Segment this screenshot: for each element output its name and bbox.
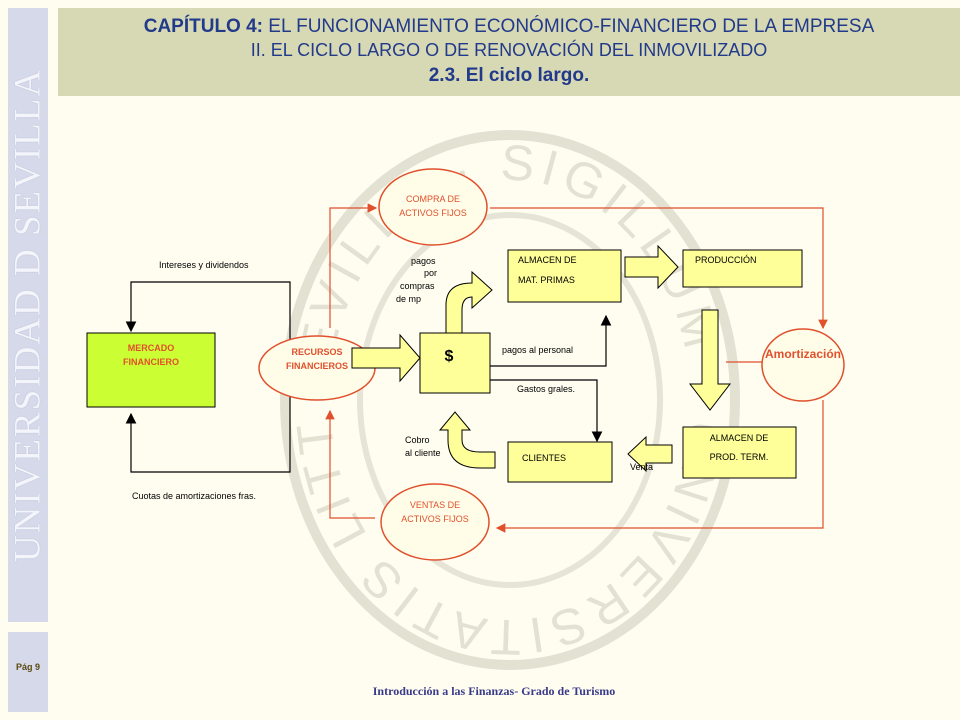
pagos-compras-label-3: compras [400, 281, 435, 291]
mercado-financiero-box [86, 332, 216, 408]
cobro-label-1: Cobro [405, 435, 430, 445]
arrow-right-icon [624, 244, 679, 290]
venta-label: Venta [630, 462, 653, 472]
compra-label-1: COMPRA DE [406, 194, 460, 204]
gastos-label: Gastos grales. [517, 384, 575, 394]
red-flow-lines [325, 203, 828, 533]
almacen-mp-label-2: MAT. PRIMAS [518, 275, 575, 285]
almacen-pt-label-2: PROD. TERM. [710, 452, 769, 462]
pagos-personal-label: pagos al personal [502, 345, 573, 355]
pagos-compras-label-1: pagos [411, 256, 436, 266]
mercado-label-2: FINANCIERO [123, 357, 179, 367]
arrow-left-icon [627, 435, 673, 473]
university-seal-watermark: SEVILLA · SIGILLUM · UNIVERSITATIS LITTE… [270, 120, 740, 670]
mercado-label-1: MERCADO [128, 343, 175, 353]
ventas-activos-ellipse [380, 483, 490, 561]
arrow-right-icon [351, 333, 421, 383]
cuotas-label: Cuotas de amortizaciones fras. [132, 491, 256, 501]
chapter-subtitle: II. EL CICLO LARGO O DE RENOVACIÓN DEL I… [250, 40, 768, 60]
footer-course-title: Introducción a las Finanzas- Grado de Tu… [372, 684, 616, 698]
recursos-label-2: FINANCIEROS [286, 361, 348, 371]
arrow-down-icon [688, 309, 732, 411]
curved-arrow-up-left-icon [438, 411, 496, 469]
black-flow-lines [125, 281, 612, 473]
dollar-box [419, 332, 491, 394]
pagos-compras-label-2: por [424, 268, 437, 278]
produccion-box [682, 249, 803, 288]
compra-label-2: ACTIVOS FIJOS [399, 208, 467, 218]
pagos-compras-label-4: de mp [396, 294, 421, 304]
ventas-label-2: ACTIVOS FIJOS [401, 514, 469, 524]
page-number: Pág 9 [15, 662, 40, 672]
cobro-label-2: al cliente [405, 448, 441, 458]
intereses-label: Intereses y dividendos [159, 260, 249, 270]
produccion-label: PRODUCCIÓN [695, 255, 757, 265]
almacen-mp-label-1: ALMACEN DE [518, 255, 577, 265]
recursos-label-1: RECURSOS [291, 347, 342, 357]
compra-activos-ellipse [378, 168, 488, 246]
amortizacion-ellipse [761, 328, 845, 402]
amortizacion-label: Amortización [765, 347, 841, 361]
almacen-pt-box [682, 426, 797, 479]
section-title: 2.3. El ciclo largo. [428, 65, 590, 86]
page-number-box [8, 632, 48, 712]
dollar-symbol: $ [445, 348, 454, 365]
curved-arrow-up-icon [445, 270, 493, 334]
sidebar-strip [8, 8, 48, 622]
ventas-label-1: VENTAS DE [410, 500, 460, 510]
almacen-mp-box [507, 249, 622, 303]
slide-header: CAPÍTULO 4: EL FUNCIONAMIENTO ECONÓMICO-… [58, 8, 960, 96]
clientes-box [507, 441, 613, 483]
almacen-pt-label-1: ALMACEN DE [710, 433, 769, 443]
chapter-title: CAPÍTULO 4: EL FUNCIONAMIENTO ECONÓMICO-… [143, 16, 875, 37]
clientes-label: CLIENTES [522, 453, 566, 463]
